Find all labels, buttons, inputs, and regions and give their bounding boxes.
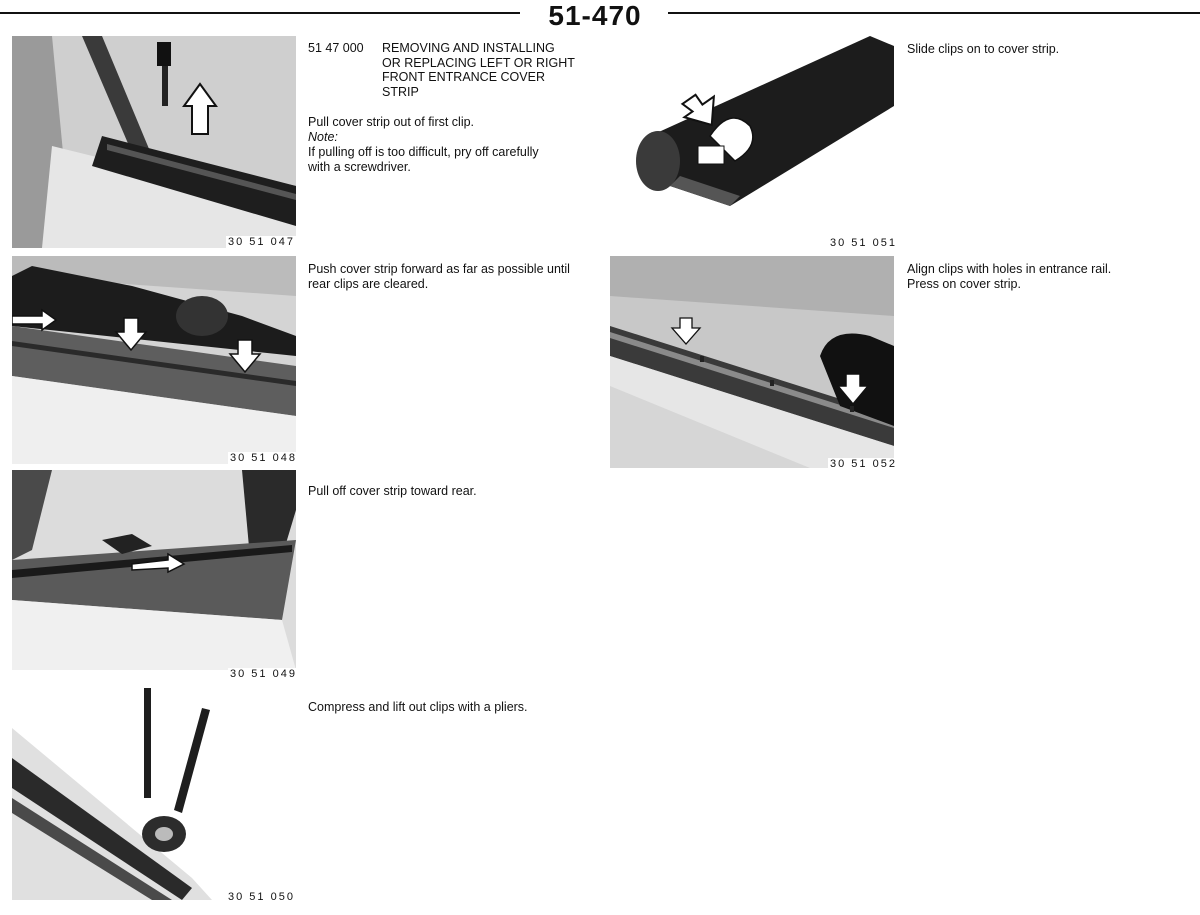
step-5-line: Slide clips on to cover strip. xyxy=(907,42,1060,56)
step-4-line: Compress and lift out clips with a plier… xyxy=(308,700,528,714)
step-6-line: Press on cover strip. xyxy=(907,277,1021,291)
section-title-line: STRIP xyxy=(382,84,419,99)
photo-step-6-image xyxy=(610,256,894,468)
photo-step-1 xyxy=(12,36,296,248)
page-number: 51-470 xyxy=(530,0,660,32)
header-rule-left xyxy=(0,12,520,14)
section-title-line: REMOVING AND INSTALLING xyxy=(382,41,555,55)
photo-step-6 xyxy=(610,256,894,468)
step-3-text: Pull off cover strip toward rear. xyxy=(308,484,598,499)
step-2-line: Push cover strip forward as far as possi… xyxy=(308,262,570,276)
section-title: REMOVING AND INSTALLING OR REPLACING LEF… xyxy=(382,41,622,99)
photo-step-4 xyxy=(12,688,296,900)
section-title-line: OR REPLACING LEFT OR RIGHT xyxy=(382,55,575,70)
photo-step-5 xyxy=(610,36,894,232)
photo-step-2 xyxy=(12,256,296,464)
figure-number: 30 51 047 xyxy=(226,236,297,249)
step-1-note-line: with a screwdriver. xyxy=(308,160,411,174)
figure-number: 30 51 050 xyxy=(226,891,297,904)
step-5-text: Slide clips on to cover strip. xyxy=(907,42,1187,57)
photo-step-3 xyxy=(12,470,296,670)
figure-number: 30 51 051 xyxy=(828,237,899,250)
note-label: Note: xyxy=(308,130,338,144)
step-4-text: Compress and lift out clips with a plier… xyxy=(308,700,598,715)
photo-step-1-image xyxy=(12,36,296,248)
section-code: 51 47 000 xyxy=(308,41,364,55)
photo-step-3-image xyxy=(12,470,296,670)
header-rule-right xyxy=(668,12,1200,14)
step-3-line: Pull off cover strip toward rear. xyxy=(308,484,477,498)
step-6-text: Align clips with holes in entrance rail.… xyxy=(907,262,1187,292)
step-2-line: rear clips are cleared. xyxy=(308,277,429,291)
figure-number: 30 51 048 xyxy=(228,452,299,465)
step-2-text: Push cover strip forward as far as possi… xyxy=(308,262,598,292)
photo-step-2-image xyxy=(12,256,296,464)
figure-number: 30 51 052 xyxy=(828,458,899,471)
step-1-text: Pull cover strip out of first clip. Note… xyxy=(308,115,598,175)
figure-number: 30 51 049 xyxy=(228,668,299,681)
step-6-line: Align clips with holes in entrance rail. xyxy=(907,262,1112,276)
photo-step-4-image xyxy=(12,688,296,900)
photo-step-5-image xyxy=(610,36,894,232)
section-title-line: FRONT ENTRANCE COVER xyxy=(382,70,545,84)
step-1-line: Pull cover strip out of first clip. xyxy=(308,115,475,129)
step-1-note-line: If pulling off is too difficult, pry off… xyxy=(308,145,539,159)
